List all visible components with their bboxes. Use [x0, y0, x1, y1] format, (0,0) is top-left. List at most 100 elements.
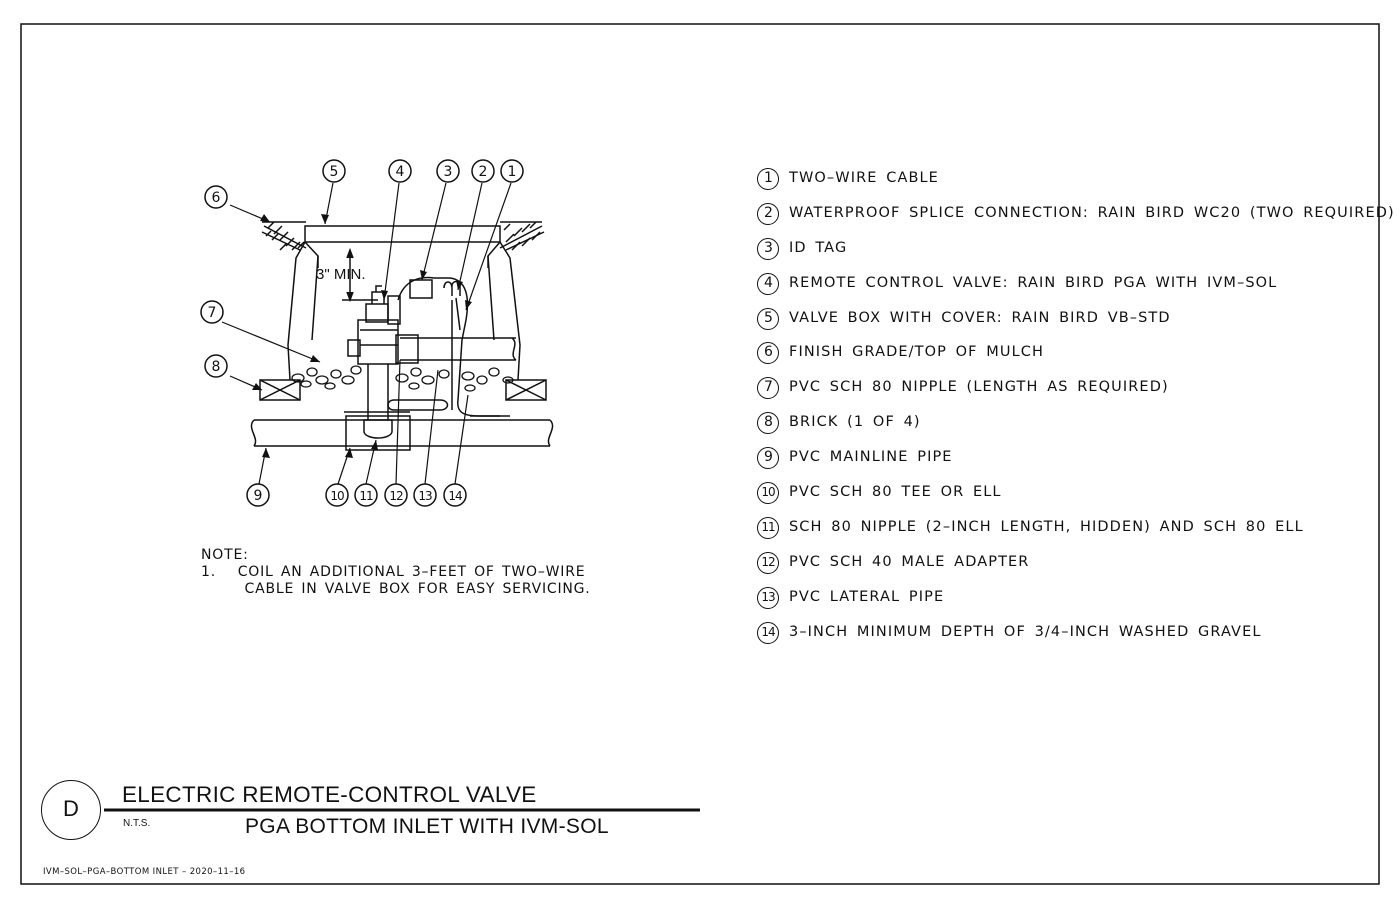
callout-13-label: 13 — [418, 489, 432, 503]
callout-1 — [500, 159, 524, 183]
lateral-pipe — [400, 337, 516, 361]
legend-number: 10 — [757, 482, 779, 505]
valve-box-cover — [304, 225, 501, 243]
legend-text: REMOTE CONTROL VALVE: RAIN BIRD PGA WITH… — [789, 274, 1278, 291]
legend-number: 3 — [757, 237, 779, 260]
legend-item: 11 SCH 80 NIPPLE (2–INCH LENGTH, HIDDEN) … — [757, 515, 1377, 550]
legend-number: 2 — [757, 202, 779, 225]
brick-left — [259, 379, 301, 401]
callout-14 — [443, 483, 467, 507]
legend-list: 1 TWO–WIRE CABLE 2 WATERPROOF SPLICE CONNEC… — [757, 166, 1394, 655]
file-footer: IVM–SOL–PGA–BOTTOM INLET – 2020–11–16 — [43, 867, 246, 877]
callout-3-label: 3 — [444, 164, 453, 180]
valve-box-walls — [287, 241, 521, 381]
legend-number: 11 — [757, 516, 779, 539]
legend-text: FINISH GRADE/TOP OF MULCH — [789, 344, 1045, 361]
legend-item: 13 PVC LATERAL PIPE — [757, 585, 1377, 620]
valve-detail-drawing — [221, 182, 554, 485]
legend-text: 3–INCH MINIMUM DEPTH OF 3/4–INCH WASHED … — [789, 623, 1262, 640]
legend-item: 7 PVC SCH 80 NIPPLE (LENGTH AS REQUIRED) — [757, 375, 1377, 410]
remote-control-valve — [347, 285, 401, 365]
detail-title: ELECTRIC REMOTE-CONTROL VALVE — [122, 782, 537, 807]
legend-number: 5 — [757, 307, 779, 330]
legend-text: WATERPROOF SPLICE CONNECTION: RAIN BIRD … — [789, 204, 1395, 221]
callout-10 — [325, 483, 349, 507]
leader-arrowheads — [252, 214, 472, 458]
callout-14-label: 14 — [448, 489, 462, 503]
note-line-1: 1. COIL AN ADDITIONAL 3–FEET OF TWO–WIRE — [201, 564, 586, 580]
callout-3 — [436, 159, 460, 183]
callout-4-label: 4 — [396, 164, 405, 180]
legend-number: 4 — [757, 272, 779, 295]
legend-item: 12 PVC SCH 40 MALE ADAPTER — [757, 550, 1377, 585]
legend-item: 4 REMOTE CONTROL VALVE: RAIN BIRD PGA WIT… — [757, 271, 1377, 306]
legend-item: 1 TWO–WIRE CABLE — [757, 166, 1377, 201]
legend-text: PVC MAINLINE PIPE — [789, 449, 953, 466]
finish-grade-hatch-left — [261, 221, 307, 251]
legend-text: ID TAG — [789, 239, 848, 256]
finish-grade-hatch-right — [499, 221, 545, 251]
callout-11-label: 11 — [359, 489, 373, 503]
legend-number: 13 — [757, 586, 779, 609]
general-note: NOTE: 1. COIL AN ADDITIONAL 3–FEET OF TW… — [201, 547, 591, 598]
legend-number: 14 — [757, 621, 779, 644]
gravel-layer — [291, 365, 514, 392]
detail-letter-badge: D — [41, 780, 101, 840]
callout-2-label: 2 — [479, 164, 488, 180]
id-tag — [409, 279, 433, 299]
callout-9 — [246, 483, 270, 507]
legend-item: 9 PVC MAINLINE PIPE — [757, 445, 1377, 480]
leader-lines — [221, 182, 512, 485]
legend-item: 2 WATERPROOF SPLICE CONNECTION: RAIN BIRD… — [757, 201, 1394, 236]
callout-10-label: 10 — [330, 489, 344, 503]
note-heading: NOTE: — [201, 547, 249, 563]
callout-7 — [200, 300, 224, 324]
callout-4 — [388, 159, 412, 183]
callout-11 — [354, 483, 378, 507]
callout-5 — [322, 159, 346, 183]
detail-subtitle: PGA BOTTOM INLET WITH IVM-SOL — [245, 815, 609, 838]
legend-number: 8 — [757, 412, 779, 435]
legend-text: PVC LATERAL PIPE — [789, 588, 945, 605]
callout-5-label: 5 — [330, 164, 339, 180]
tee-fitting — [345, 415, 411, 451]
callout-6-label: 6 — [212, 190, 221, 206]
callout-9-label: 9 — [254, 488, 263, 504]
legend-number: 6 — [757, 342, 779, 365]
legend-text: TWO–WIRE CABLE — [789, 170, 939, 186]
pvc-nipple — [367, 364, 389, 420]
legend-text: PVC SCH 80 TEE OR ELL — [789, 484, 1002, 501]
callout-8-label: 8 — [212, 359, 221, 375]
legend-text: PVC SCH 40 MALE ADAPTER — [789, 553, 1030, 570]
callout-12-label: 12 — [389, 489, 403, 503]
callout-8 — [204, 354, 228, 378]
note-line-2: CABLE IN VALVE BOX FOR EASY SERVICING. — [201, 581, 591, 597]
callout-2 — [471, 159, 495, 183]
dimension-label: 3" MIN. — [316, 266, 366, 283]
legend-item: 10 PVC SCH 80 TEE OR ELL — [757, 480, 1377, 515]
legend-number: 12 — [757, 551, 779, 574]
legend-text: SCH 80 NIPPLE (2–INCH LENGTH, HIDDEN) AN… — [789, 518, 1304, 535]
callout-1-label: 1 — [508, 164, 517, 180]
legend-number: 7 — [757, 377, 779, 400]
mainline-pipe — [250, 415, 554, 451]
legend-text: BRICK (1 OF 4) — [789, 414, 921, 431]
legend-number: 1 — [757, 168, 779, 190]
drawing-callouts — [200, 159, 524, 507]
legend-text: VALVE BOX WITH COVER: RAIN BIRD VB–STD — [789, 309, 1171, 326]
callout-7-label: 7 — [208, 305, 217, 321]
legend-text: PVC SCH 80 NIPPLE (LENGTH AS REQUIRED) — [789, 379, 1169, 396]
sheet-border — [20, 23, 1380, 885]
legend-item: 8 BRICK (1 OF 4) — [757, 410, 1377, 445]
legend-item: 14 3–INCH MINIMUM DEPTH OF 3/4–INCH WASHE… — [757, 620, 1377, 655]
callout-6 — [204, 185, 228, 209]
cable-coil — [387, 399, 449, 411]
legend-item: 5 VALVE BOX WITH COVER: RAIN BIRD VB–STD — [757, 306, 1377, 341]
legend-item: 3 ID TAG — [757, 236, 1377, 271]
callout-12 — [384, 483, 408, 507]
legend-number: 9 — [757, 447, 779, 470]
scale-label: N.T.S. — [123, 818, 151, 829]
brick-right — [505, 379, 547, 401]
callout-13 — [413, 483, 437, 507]
